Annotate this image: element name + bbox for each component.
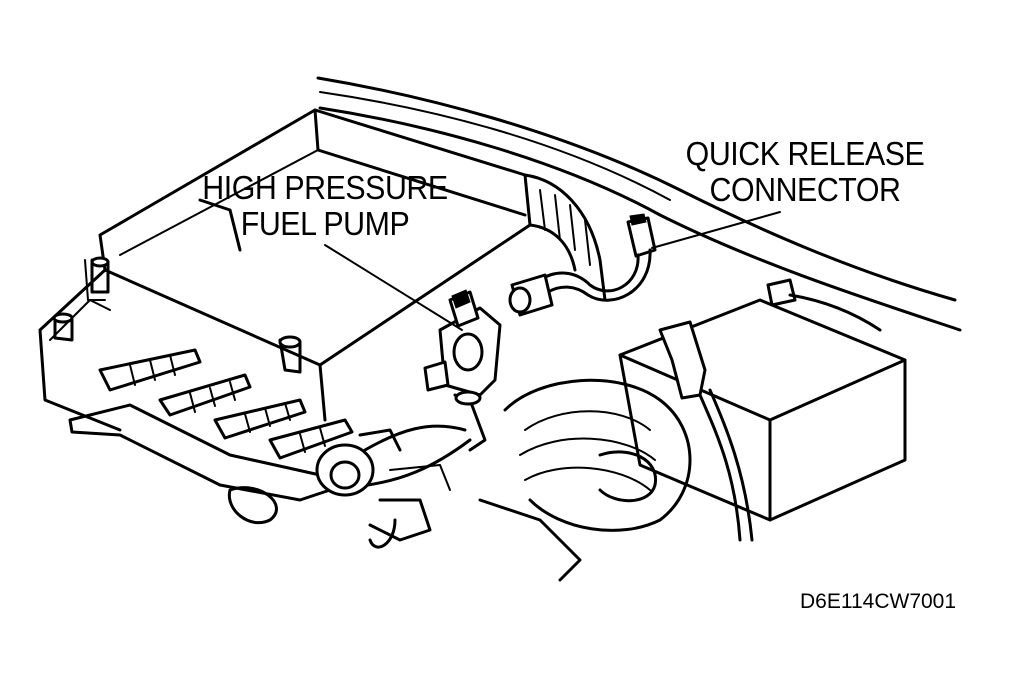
fuel-injectors — [68, 348, 354, 525]
label-pump-line1: HIGH PRESSURE — [202, 169, 448, 206]
label-quick-release-connector: QUICK RELEASE CONNECTOR — [667, 136, 943, 208]
quick-release-connector — [508, 213, 657, 317]
label-connector-line1: QUICK RELEASE — [685, 135, 925, 172]
high-pressure-fuel-pump — [423, 289, 502, 452]
label-pump-line2: FUEL PUMP — [240, 205, 410, 242]
figure-code: D6E114CW7001 — [800, 590, 957, 613]
intake-duct — [523, 173, 607, 302]
fuel-line-assembly — [315, 424, 472, 549]
battery — [618, 278, 907, 542]
connector-leader-line — [651, 211, 781, 249]
fender-outline — [316, 76, 962, 332]
valve-cover — [38, 108, 532, 432]
air-intake-hose — [478, 378, 692, 582]
leader-lines — [324, 211, 781, 331]
label-connector-line2: CONNECTOR — [709, 171, 901, 208]
pump-leader-line — [324, 244, 463, 331]
label-high-pressure-fuel-pump: HIGH PRESSURE FUEL PUMP — [187, 170, 463, 242]
